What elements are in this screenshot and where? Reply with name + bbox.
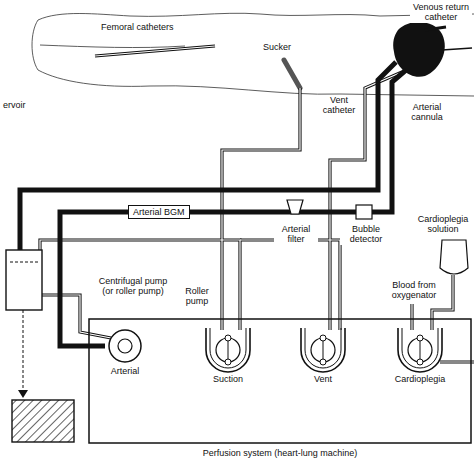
part-label: Roller pump [176,286,218,307]
oxygenator [12,400,74,442]
arterial-filter [287,200,303,214]
venous-catheter [425,27,446,30]
pump-tube [402,328,438,368]
part-label: Arterial cannula [398,102,456,123]
drain-line [23,310,24,392]
pump-roller [320,335,326,341]
monitor-label: Arterial BGM [133,207,185,217]
pump-label: Vent [291,374,355,384]
pump-unit: Cardioplegia [388,326,452,384]
pump-roller [417,359,423,365]
patient-outline [32,13,474,96]
cardioplegia-bag [440,240,468,274]
venous-line [20,62,396,250]
cardioplegia-catheter [442,48,472,50]
roller-pump [291,326,355,374]
heart [393,22,445,77]
pump-roller [417,335,423,341]
bubble-detector [356,205,372,219]
part-label: Centrifugal pump (or roller pump) [92,276,174,297]
pump-housing [109,330,141,362]
pump-tube [210,328,246,368]
part-label: Femoral catheters [100,22,175,32]
part-label: Cardioplegia solution [414,214,472,235]
reservoir-level [10,262,38,263]
rotor-arm [420,338,421,362]
machine-frame [89,319,471,443]
centrifugal-pump [105,326,145,366]
system-caption: Perfusion system (heart-lung machine) [88,448,472,458]
pump-unit: Arterial [105,326,145,376]
femoral-catheter [95,46,215,56]
part-label: Vent catheter [318,95,360,116]
roller-pump [196,326,260,374]
pump-roller [225,335,231,341]
pump-unit: Vent [291,326,355,384]
reservoir [6,250,42,310]
roller-pump [388,326,452,374]
part-label: Venous return catheter [410,2,472,23]
rotor-arm [228,338,229,362]
perfusion-system: Perfusion system (heart-lung machine) Art… [88,318,472,468]
pump-housing [301,328,345,372]
pump-housing [398,328,442,372]
drain-arrow [18,390,28,398]
part-label: Arterial filter [274,224,318,245]
part-label: Blood from oxygenator [386,280,442,301]
part-label: ervoir [2,100,27,110]
pump-housing [206,328,250,372]
pump-label: Cardioplegia [388,374,452,384]
arterial-line [150,70,406,212]
pump-label: Arterial [105,366,145,376]
pump-rotor [311,338,335,362]
pump-rotor [408,338,432,362]
pump-rotor [118,339,132,353]
pump-tube [305,328,341,368]
sucker-device [284,60,300,88]
pump-unit: Suction [196,326,260,384]
part-label: Bubble detector [340,224,392,245]
pump-rotor [216,338,240,362]
monitor-box: Arterial BGM [128,205,190,219]
rotor-arm [323,338,324,362]
pump-label: Suction [196,374,260,384]
femoral-catheter [95,46,215,56]
pump-roller [225,359,231,365]
part-label: Sucker [262,42,292,52]
pump-roller [320,359,326,365]
